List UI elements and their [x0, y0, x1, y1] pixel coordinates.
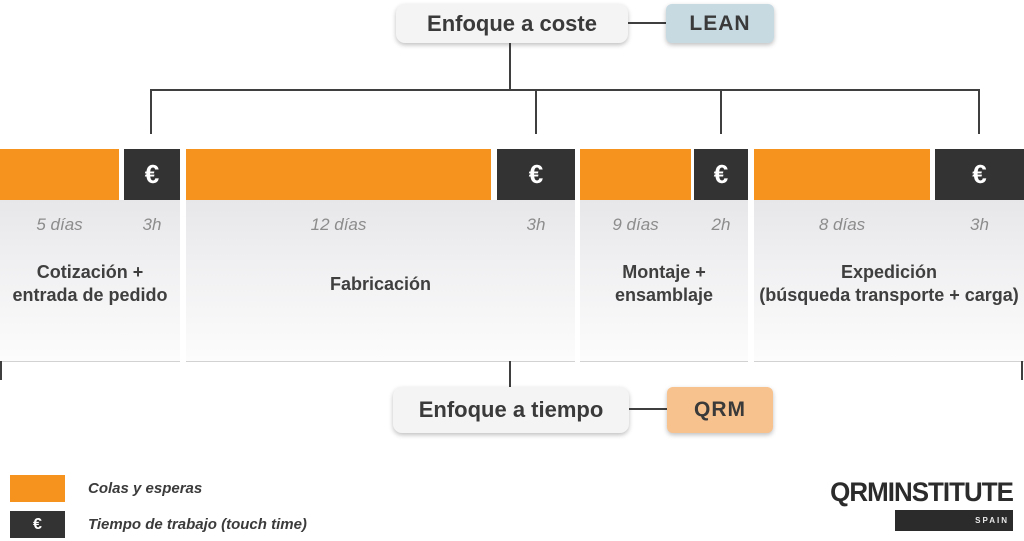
- time-bracket-right-tick: [1021, 361, 1023, 380]
- stage-name: Expedición (búsqueda transporte + carga): [759, 262, 1019, 305]
- lean-tag-box: LEAN: [666, 4, 774, 43]
- queue-swatch: [10, 475, 65, 502]
- stage-panel: [186, 200, 575, 362]
- stage-panel: [0, 200, 180, 362]
- cost-branch-line: [150, 89, 980, 91]
- touch-time-box: €: [694, 149, 748, 200]
- time-focus-label: Enfoque a tiempo: [418, 397, 604, 422]
- stage-name: Montaje + ensamblaje: [614, 262, 714, 305]
- work-duration: 3h: [970, 215, 989, 234]
- time-stem-line: [509, 361, 511, 388]
- stage-panel: [580, 200, 748, 362]
- euro-icon: €: [144, 159, 160, 189]
- wait-duration: 5 días: [36, 215, 83, 234]
- euro-icon: €: [33, 515, 42, 533]
- queue-bar: [754, 149, 930, 200]
- qrm-institute-logo: QRMINSTITUTE: [830, 477, 1014, 507]
- touch-time-box: €: [124, 149, 180, 200]
- lean-tag-label: LEAN: [689, 11, 751, 35]
- euro-icon: €: [713, 159, 729, 189]
- queue-bar: [186, 149, 491, 200]
- euro-icon: €: [972, 159, 987, 189]
- queue-bar: [580, 149, 691, 200]
- wait-duration: 12 días: [310, 215, 367, 234]
- cost-lean-connector: [628, 22, 666, 24]
- cost-drop-line-3: [720, 89, 722, 134]
- time-focus-box: Enfoque a tiempo: [393, 387, 629, 433]
- qrm-tag-box: QRM: [667, 387, 773, 433]
- work-duration: 2h: [711, 215, 731, 234]
- touch-time-swatch: €: [10, 511, 65, 538]
- queue-bar: [0, 149, 119, 200]
- queue-legend-label: Colas y esperas: [88, 480, 203, 497]
- wait-duration: 8 días: [818, 215, 866, 234]
- touch-time-box: €: [497, 149, 575, 200]
- work-duration: 3h: [526, 215, 546, 234]
- wait-duration: 9 días: [612, 215, 659, 234]
- qrm-institute-logo-bar: SPAIN: [895, 510, 1013, 531]
- euro-icon: €: [528, 159, 544, 189]
- qrm-tag-label: QRM: [694, 398, 746, 421]
- cost-stem-line: [509, 43, 511, 91]
- time-bracket-left-tick: [0, 361, 2, 380]
- touch-time-legend-label: Tiempo de trabajo (touch time): [88, 516, 307, 533]
- touch-time-box: €: [935, 149, 1024, 200]
- cost-focus-box: Enfoque a coste: [396, 4, 628, 43]
- logo-tagline: SPAIN: [975, 516, 1009, 525]
- cost-drop-line-1: [150, 89, 152, 134]
- work-duration: 3h: [142, 215, 162, 234]
- stage-panel: [754, 200, 1024, 362]
- cost-focus-label: Enfoque a coste: [427, 10, 597, 36]
- stage-name: Cotización + entrada de pedido: [12, 262, 168, 305]
- cost-drop-line-4: [978, 89, 980, 134]
- cost-drop-line-2: [535, 89, 537, 134]
- time-qrm-connector: [629, 408, 667, 410]
- stage-name: Fabricación: [329, 273, 432, 294]
